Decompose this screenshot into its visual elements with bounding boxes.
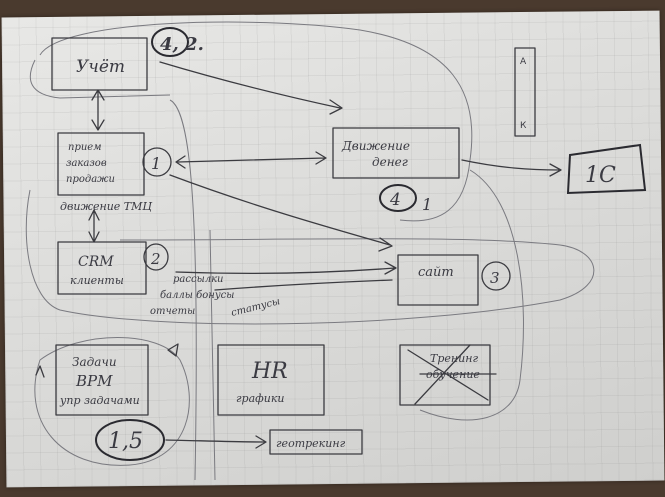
crm-mark: 2 [150, 250, 161, 268]
arrow-uchet-dvizhenie [159, 61, 343, 115]
side-ak-box [514, 47, 536, 137]
crm-note-3: отчеты [150, 306, 195, 317]
priem-box [57, 132, 145, 196]
crm-sait-loop [25, 189, 595, 325]
arrow-priem-sait [169, 174, 393, 252]
side-k-label: К [520, 121, 527, 131]
zadachi-loop [34, 337, 190, 466]
dvizhenie-mark-2: 1 [422, 195, 432, 214]
zadachi-mark: 1,5 [108, 429, 143, 454]
arrow-priem-dvizhenie [175, 151, 327, 169]
uchet-label: Учёт [76, 57, 125, 77]
right-vertical-loop [419, 169, 524, 421]
uchet-mark: 4, 2. [160, 34, 204, 55]
geotreking-label: геотрекинг [276, 437, 346, 450]
arrow-dvizhenie-1c [461, 159, 562, 177]
dvizhenie-tmc-label: движение ТМЦ [60, 200, 152, 213]
sait-mark: 3 [490, 269, 500, 287]
arrow-uchet-priem [91, 89, 105, 131]
hr-label-2: графики [236, 392, 285, 405]
hr-label: HR [251, 359, 288, 384]
side-a-label: А [520, 57, 527, 67]
one-c-box [566, 143, 647, 195]
outer-loop-top [39, 21, 473, 222]
priem-label-3: продажи [66, 174, 115, 185]
zadachi-mark-circle [95, 419, 165, 461]
crm-label: CRM [78, 254, 114, 270]
geotreking-box [269, 429, 363, 455]
sait-mark-circle [481, 261, 511, 291]
vertical-line-mid [209, 229, 216, 481]
dvizhenie-label: Движение [341, 139, 410, 153]
hr-box [217, 344, 325, 416]
trening-label: Тренинг [430, 352, 478, 365]
crm-note-1: рассылки [173, 274, 224, 285]
crm-mark-circle [143, 243, 169, 271]
trening-box [399, 344, 491, 406]
trening-cross [407, 344, 497, 405]
one-c-label: 1С [585, 163, 616, 188]
priem-mark: 1 [151, 154, 161, 173]
zadachi-box [55, 344, 149, 416]
priem-label: прием [68, 142, 102, 153]
dvizhenie-label-2: денег [372, 155, 408, 169]
dvizhenie-mark-circle [379, 184, 417, 212]
crm-note-4: статусы [230, 296, 281, 319]
sait-box [397, 254, 479, 306]
zadachi-label-2: BPM [75, 372, 113, 390]
sait-label: сайт [418, 265, 454, 280]
crm-note-2: баллы бонусы [160, 290, 234, 301]
priem-mark-circle [142, 147, 172, 177]
crm-label-2: клиенты [70, 274, 124, 287]
zadachi-label: Задачи [72, 355, 117, 369]
arrow-crm-sait [175, 261, 397, 275]
zadachi-left-arrowhead [35, 365, 45, 378]
arrow-zadachi-geo [165, 435, 267, 449]
uchet-box [51, 37, 148, 91]
arrow-notes-sait [214, 279, 393, 291]
priem-label-2: заказов [66, 158, 107, 169]
dvizhenie-box [332, 127, 460, 179]
uchet-mark-circle [151, 27, 189, 57]
uchet-loop [29, 59, 171, 99]
crm-box [57, 241, 147, 295]
zadachi-label-3: упр задачами [59, 394, 140, 407]
zadachi-triangle [167, 343, 179, 357]
dvizhenie-mark: 4 [389, 190, 401, 210]
arrow-priem-crm [88, 209, 100, 243]
vertical-line-left [169, 99, 197, 481]
